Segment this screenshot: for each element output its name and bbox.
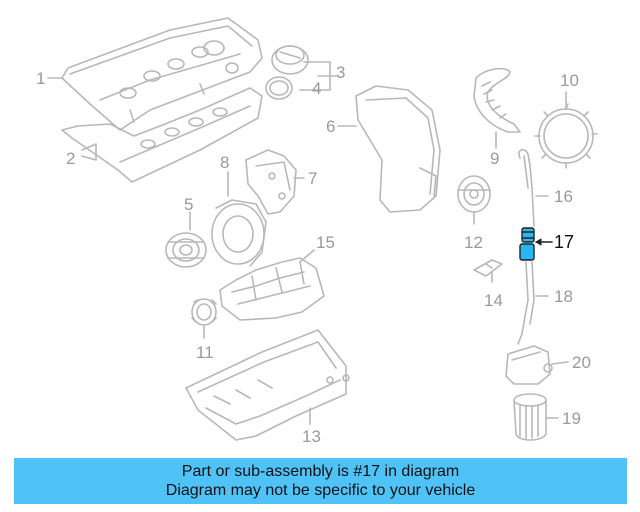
leader-lines	[47, 61, 569, 425]
callout-11: 11	[196, 343, 214, 362]
timing-gear-part	[534, 103, 598, 169]
timing-cover-part	[355, 85, 441, 213]
crank-pulley-part	[165, 232, 207, 268]
callout-13: 13	[302, 427, 321, 446]
timing-belt-part	[473, 67, 521, 133]
valve-cover-gasket-part	[61, 87, 263, 183]
valve-cover-part	[61, 17, 263, 131]
callout-4: 4	[312, 79, 322, 98]
oil-pump-housing-part	[211, 199, 267, 267]
callout-15: 15	[316, 233, 335, 252]
callout-18: 18	[554, 287, 573, 306]
callout-3: 3	[336, 63, 346, 82]
dipstick-part	[518, 148, 535, 227]
callout-19: 19	[562, 409, 581, 428]
callout-7: 7	[308, 169, 318, 188]
oil-cap-part	[271, 45, 309, 75]
callout-20: 20	[572, 353, 591, 372]
tensioner-pulley-part	[457, 175, 491, 213]
sensor-part	[473, 259, 503, 277]
callout-12: 12	[464, 233, 483, 252]
dipstick-seal-part-highlighted	[519, 227, 535, 261]
banner-line-1: Part or sub-assembly is #17 in diagram	[181, 463, 460, 480]
oil-filter-part	[513, 393, 547, 441]
oil-pan-part	[185, 329, 350, 441]
banner-line-2: Diagram may not be specific to your vehi…	[165, 482, 476, 499]
callout-16: 16	[554, 187, 573, 206]
sprocket-part	[191, 298, 217, 326]
callout-2: 2	[66, 149, 76, 168]
cap-seal-part	[265, 76, 293, 100]
callout-1: 1	[36, 69, 46, 88]
dipstick-tube-part	[517, 261, 535, 345]
callout-9: 9	[490, 149, 500, 168]
callout-14: 14	[484, 291, 503, 310]
callout-17: 17	[554, 232, 575, 252]
callout-5: 5	[184, 195, 194, 214]
info-banner: Part or sub-assembly is #17 in diagram D…	[14, 458, 627, 504]
baffle-part	[219, 257, 325, 321]
callout-10: 10	[560, 71, 579, 90]
callout-6: 6	[326, 117, 336, 136]
callout-8: 8	[220, 153, 230, 172]
filter-housing-part	[505, 345, 553, 385]
cover-bracket-part	[245, 149, 297, 215]
